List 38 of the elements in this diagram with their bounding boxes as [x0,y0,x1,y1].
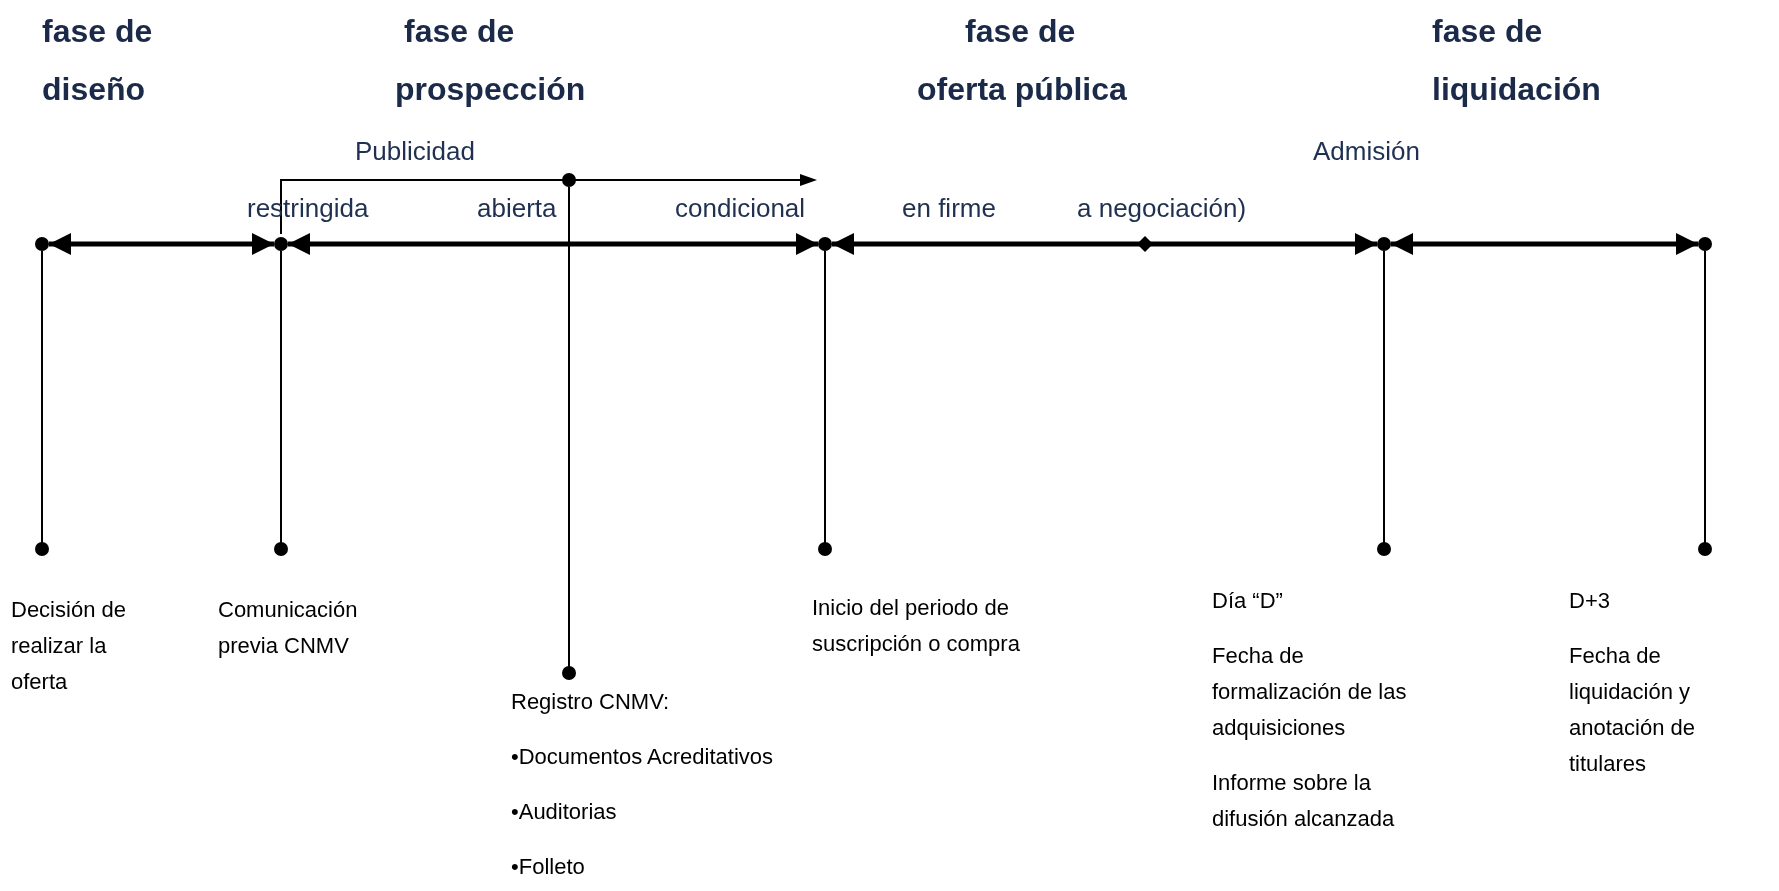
milestone-text: •Auditorias [511,798,618,826]
timeline-arrow [1391,233,1698,255]
timeline-label: condicional [675,193,806,223]
milestone-text: D+3 [1569,587,1611,615]
milestone-text: Día “D” [1212,587,1284,615]
timeline-dot [274,237,288,251]
timeline-label: a negociación) [1077,193,1247,223]
phase-heading: fase de diseño [42,12,154,109]
timeline-label: abierta [477,193,557,223]
connector-line [562,186,576,680]
connector-line [35,250,49,556]
timeline-dot [562,173,576,187]
timeline-label: Publicidad [355,136,475,166]
milestone-text: •Documentos Acreditativos [511,743,775,771]
connector-line [274,250,288,556]
timeline-dot [1377,237,1391,251]
connector-line [818,250,832,556]
phase-heading: fase de oferta pública [917,12,1128,109]
milestone-text: Inicio del periodo de suscripción o compra [812,594,1021,658]
timeline-dot [35,237,49,251]
timeline-arrow [288,233,818,255]
milestone-text: Registro CNMV: [511,688,671,716]
timeline-arrow [832,233,1377,255]
timeline-dot [818,237,832,251]
milestone-text: •Folleto [511,853,586,881]
phase-heading: fase de prospección [395,12,587,109]
phase-heading: fase de liquidación [1432,12,1602,109]
milestone-text: Fecha de liquidación y anotación de titulares [1569,642,1696,778]
connector-line [1377,250,1391,556]
milestone-text: Informe sobre la difusión alcanzada [1212,769,1396,833]
milestone-text: Comunicación previa CNMV [218,596,359,660]
connector-line [1698,250,1712,556]
milestone-text: Fecha de formalización de las adquisiciones [1212,642,1408,742]
timeline-arrow [49,233,274,255]
timeline-dot [1698,237,1712,251]
timeline-label: Admisión [1313,136,1420,166]
timeline-label: en firme [902,193,996,223]
milestone-text: Decisión de realizar la oferta [11,596,127,696]
